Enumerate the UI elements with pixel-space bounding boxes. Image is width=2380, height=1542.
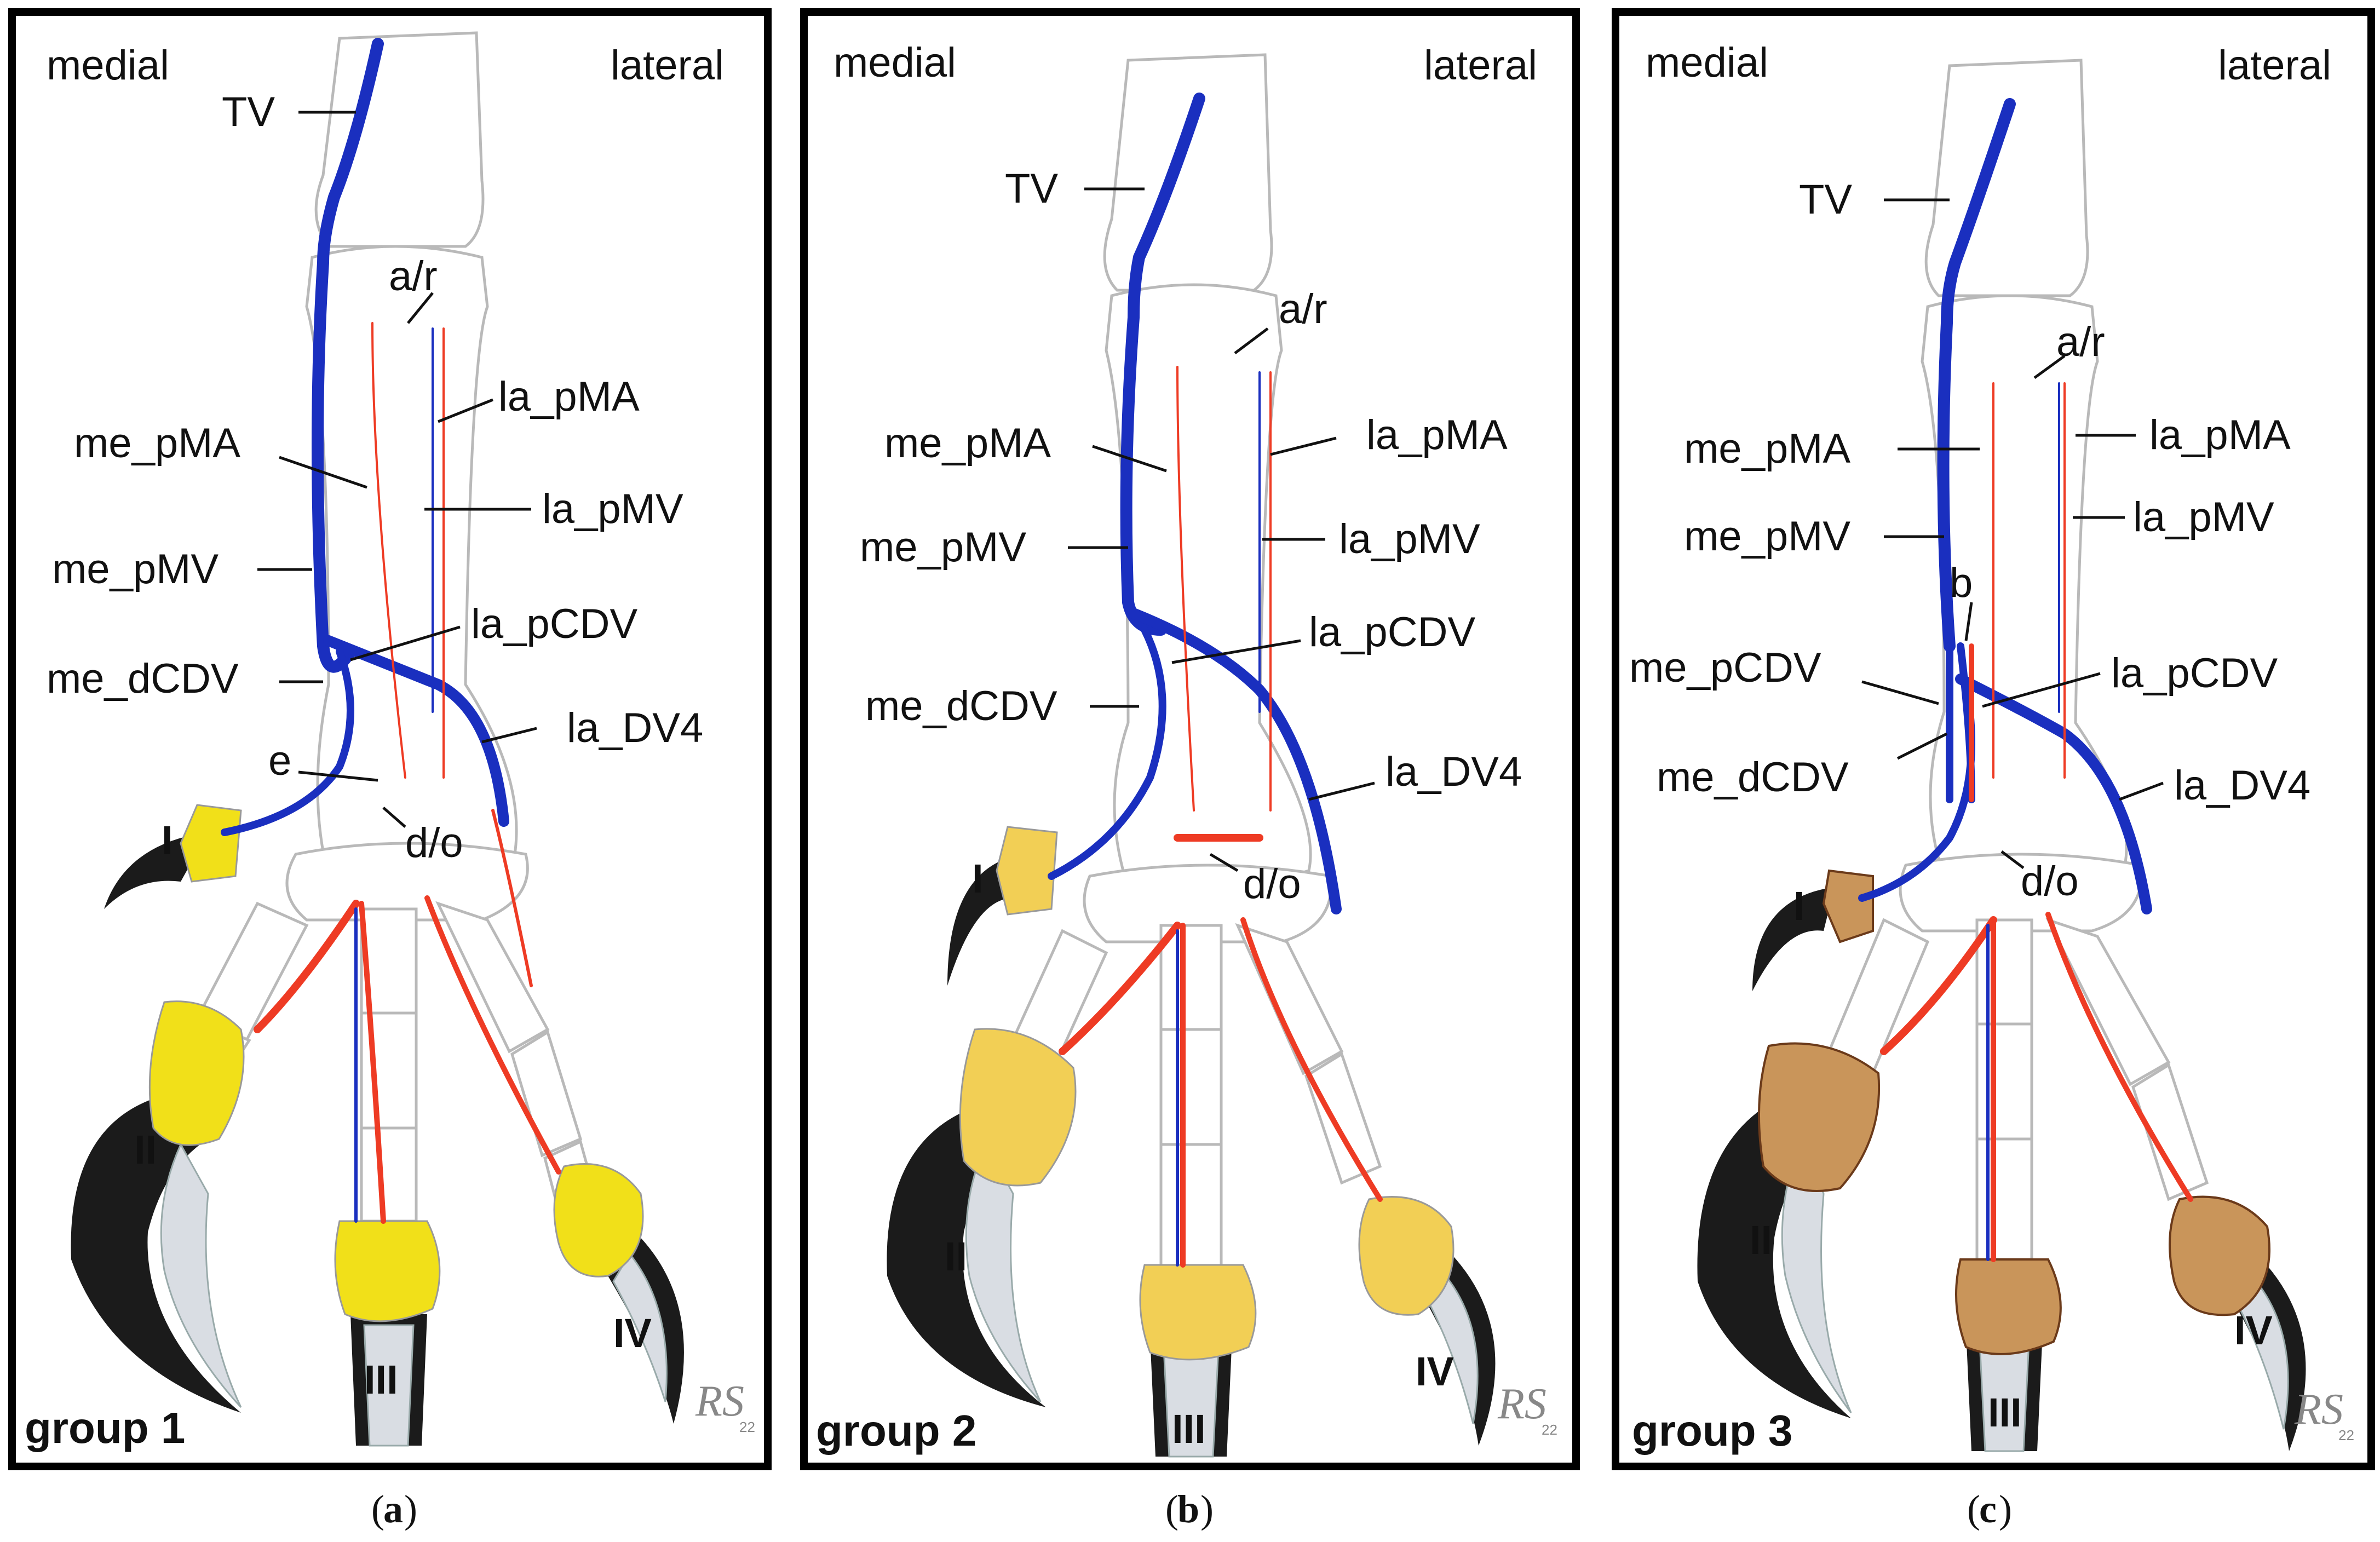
panel-a-label-me-dCDV: me_dCDV [47,655,239,702]
panel-a-caption-open: ( [371,1487,384,1531]
panel-a-lateral: lateral [611,42,724,89]
panel-b-label-me-pMA: me_pMA [884,420,1051,467]
panel-a-label-me-pMV: me_pMV [52,546,219,592]
panel-a-digit-III: III [364,1357,398,1402]
panel-a-caption-close: ) [404,1487,417,1531]
panel-c-caption-open: ( [1967,1487,1980,1531]
panel-c-vessels [1858,98,2193,1262]
panel-c-medial: medial [1646,39,1768,86]
panel-a-bones [168,31,605,1316]
panel-a-digit-II: II [134,1127,157,1172]
panel-a: medial lateral TV a/r la_pMA me_pMA la_p… [8,8,772,1531]
panel-c-claws [1697,887,2306,1452]
panel-c-digit-I: I [1793,883,1805,929]
panel-c-group-label: group 3 [1632,1406,1792,1455]
panel-a-label-me-pMA: me_pMA [74,420,240,467]
panel-c-label-d-o: d/o [2021,858,2079,905]
panel-a-signature: RS [695,1377,744,1425]
panel-b-caption-letter: b [1177,1487,1199,1531]
panel-a-medial: medial [47,42,169,89]
panel-a-digit-IV: IV [613,1310,652,1356]
panel-a-label-d-o: d/o [405,820,463,866]
panel-b-group-label: group 2 [816,1406,976,1455]
panel-b-label-a-r: a/r [1279,286,1327,332]
panel-b-signature-year: 22 [1542,1422,1557,1438]
panel-c-signature: RS [2294,1385,2343,1434]
panel-a-group-label: group 1 [25,1403,185,1452]
panel-c-caption-letter: c [1979,1487,1997,1531]
panel-c-digit-IV: IV [2234,1308,2273,1353]
panel-b-medial: medial [833,39,956,86]
panel-a-label-la-pCDV: la_pCDV [471,601,637,647]
panel-c-label-me-dCDV: me_dCDV [1657,754,1849,801]
panel-c-label-b: b [1950,560,1973,606]
panel-c-label-la-pMA: la_pMA [2149,412,2291,458]
panel-a-label-a-r: a/r [389,253,438,300]
panel-c-digit-II: II [1750,1217,1772,1263]
panel-a-digit-I: I [162,818,173,863]
panel-b-label-me-dCDV: me_dCDV [865,683,1057,729]
panel-c-digit-III: III [1988,1390,2022,1435]
panel-c-label-la-pMV: la_pMV [2133,494,2274,540]
panel-b-label-la-DV4: la_DV4 [1386,749,1522,795]
panel-b-signature: RS [1497,1380,1547,1428]
panel-b-label-d-o: d/o [1243,861,1301,907]
panel-a-claws [71,832,684,1447]
panel-a-label-e: e [268,738,291,784]
panel-b-label-la-pMV: la_pMV [1339,516,1480,562]
panel-c-label-la-pCDV: la_pCDV [2111,650,2278,697]
panel-c-label-me-pMV: me_pMV [1684,513,1850,560]
panel-b-digit-IV: IV [1416,1349,1454,1394]
panel-b-label-me-pMV: me_pMV [860,524,1026,571]
panel-b-label-la-pCDV: la_pCDV [1309,609,1475,655]
panel-a-caption-letter: a [383,1487,403,1531]
panel-b-caption-open: ( [1165,1487,1178,1531]
panel-a-label-la-pMA: la_pMA [498,373,640,420]
panel-b-digit-I: I [972,856,984,901]
panel-a-pads [148,804,644,1322]
panel-b-digit-II: II [945,1234,967,1279]
panel-b-caption-close: ) [1200,1487,1214,1531]
panel-a-vessels [221,38,561,1224]
panel-a-label-la-pMV: la_pMV [542,486,683,532]
panel-c-signature-year: 22 [2338,1427,2354,1443]
panel-a-label-TV: TV [222,89,275,135]
panel-b: medial lateral TV a/r me_pMA la_pMA me_p… [800,8,1580,1531]
panel-b-claws [887,854,1496,1458]
panel-c-caption-close: ) [1999,1487,2012,1531]
panel-c-label-TV: TV [1799,176,1852,223]
panel-c-label-me-pCDV: me_pCDV [1629,645,1821,691]
panel-a-signature-year: 22 [739,1419,755,1435]
panel-b-lateral: lateral [1424,42,1537,89]
panel-c-pads [1758,869,2270,1355]
panel-b-digit-III: III [1172,1406,1206,1452]
panel-b-label-la-pMA: la_pMA [1366,412,1508,458]
panel-a-label-la-DV4: la_DV4 [567,705,703,751]
panel-c-lateral: lateral [2218,42,2331,89]
panel-c: medial lateral TV a/r me_pMA la_pMA me_p… [1612,8,2375,1531]
panel-b-vessels [1048,93,1383,1268]
panel-c-label-a-r: a/r [2056,319,2105,365]
panel-c-label-me-pMA: me_pMA [1684,425,1850,472]
panel-b-pads [959,826,1455,1361]
panel-c-label-la-DV4: la_DV4 [2174,762,2310,809]
panel-b-label-TV: TV [1005,165,1058,212]
